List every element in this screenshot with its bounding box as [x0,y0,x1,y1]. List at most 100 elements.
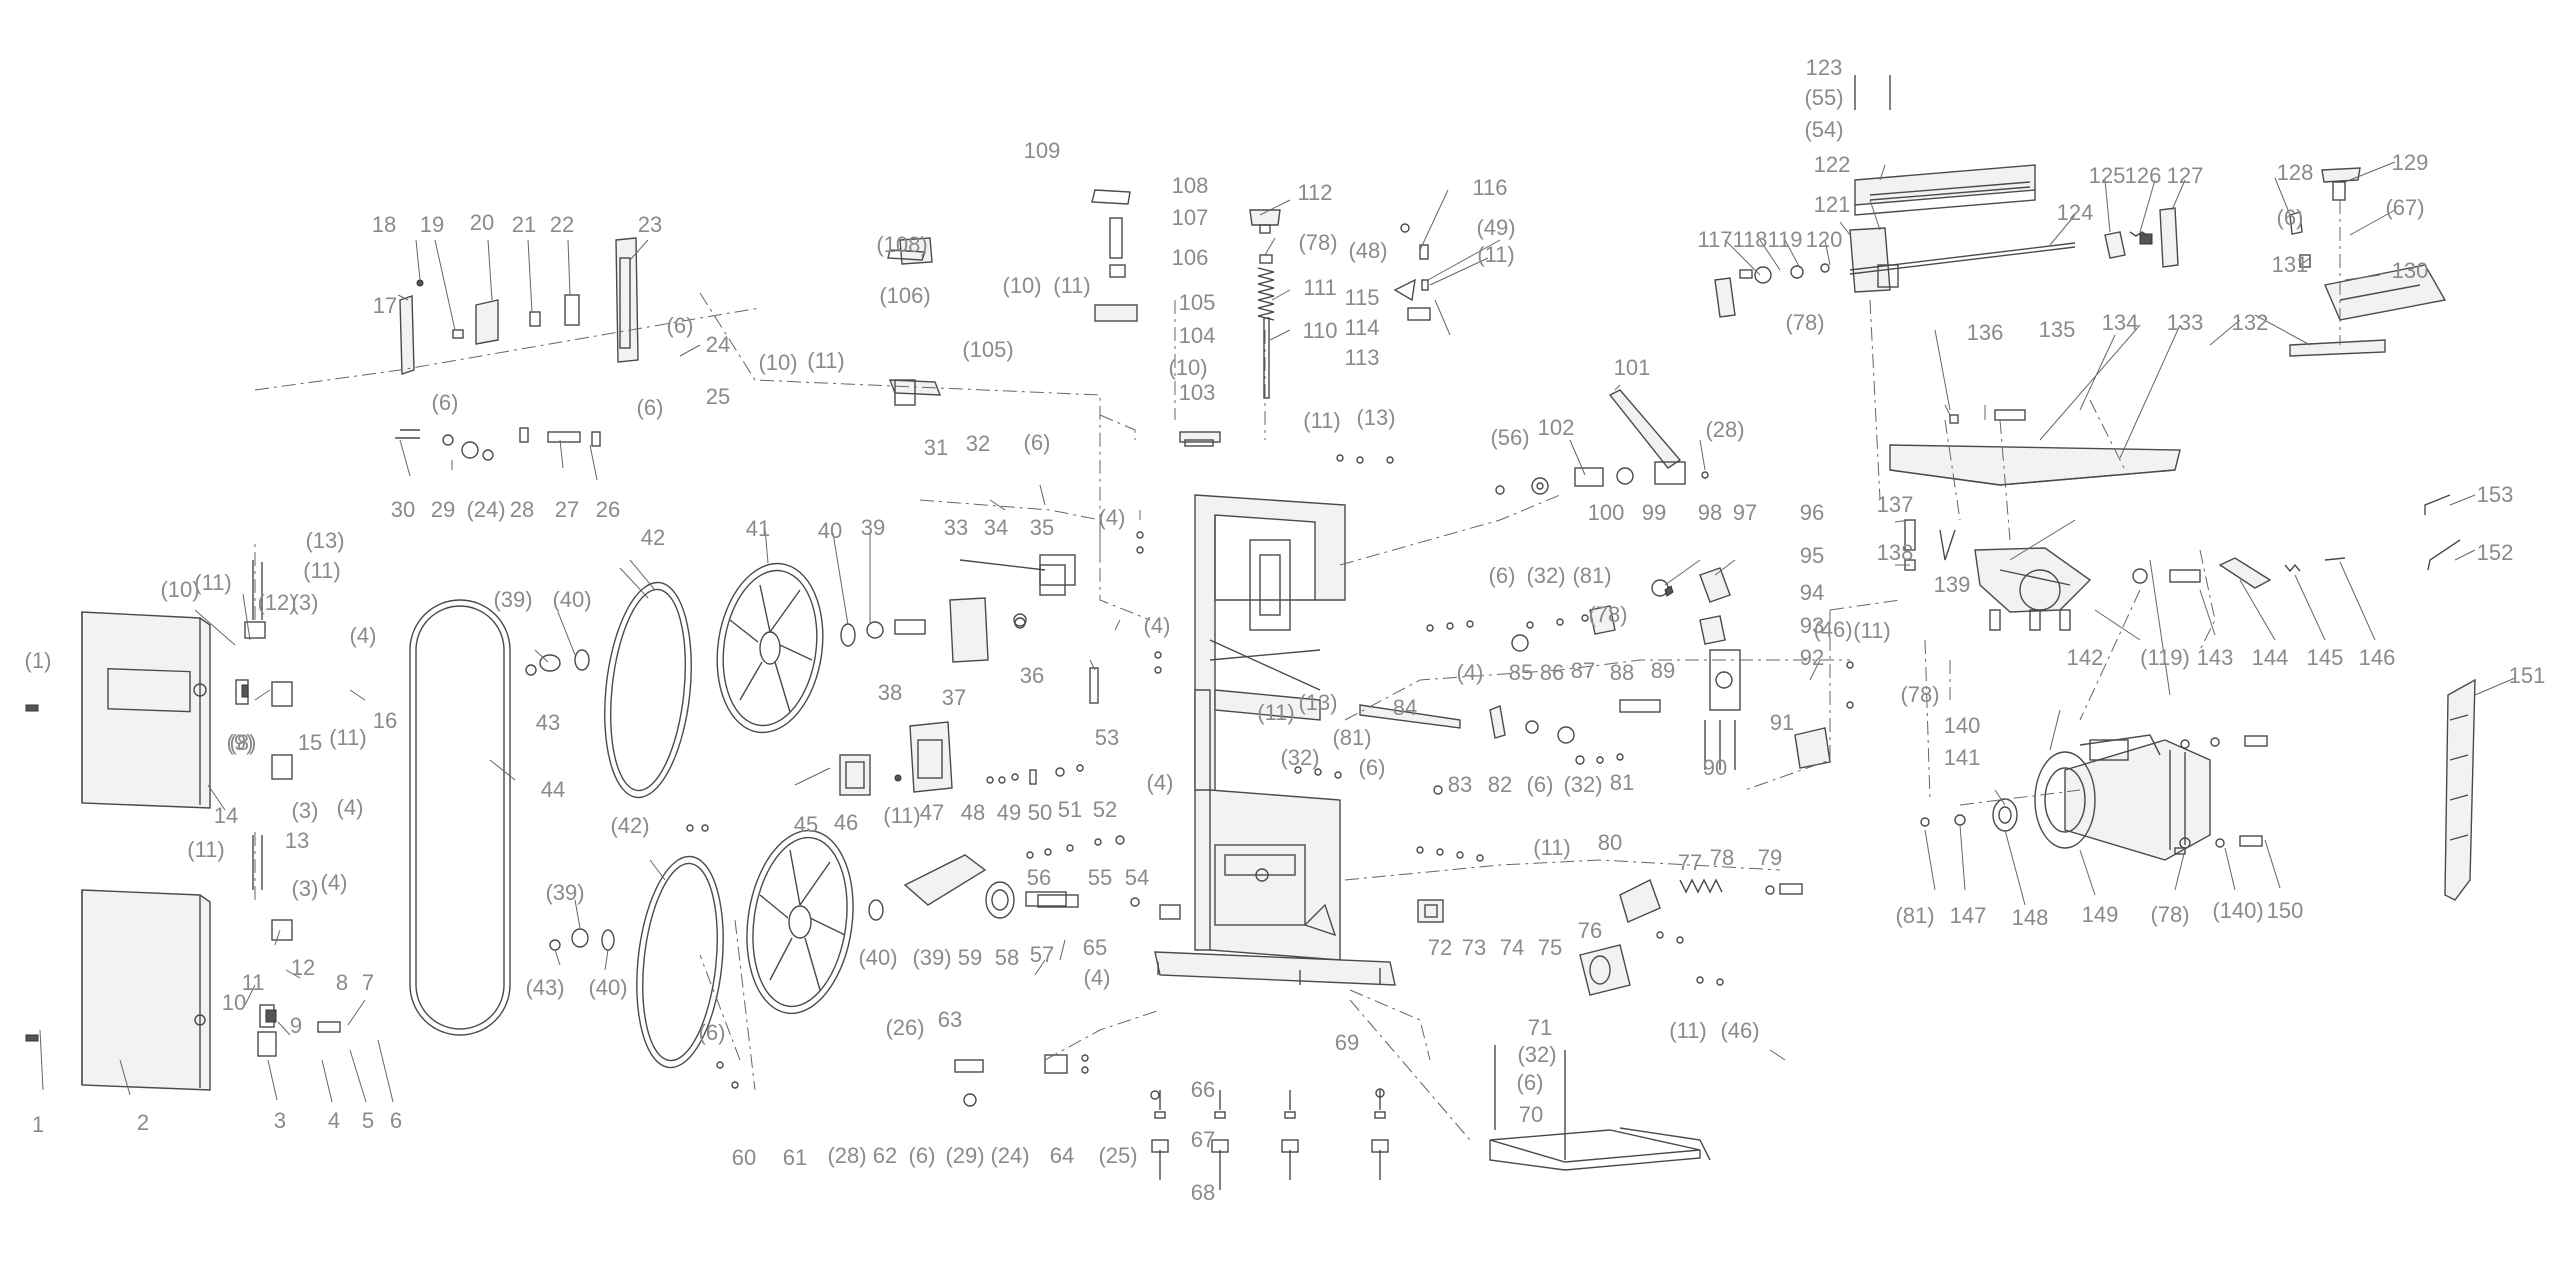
label-ref-11-j: (11) [1669,1018,1707,1043]
mobile-base [1489,1045,1711,1171]
label-51: 51 [1058,797,1082,822]
label-ref-4-frame-d: (4) [1084,965,1111,990]
label-149: 149 [2082,902,2119,927]
tilt-knob [1511,567,1831,770]
label-ref-6-a: (6) [432,390,459,415]
label-46: 46 [834,810,858,835]
label-47: 47 [920,800,944,825]
label-37: 37 [942,685,966,710]
label-35: 35 [1030,515,1054,540]
label-60: 60 [732,1145,756,1170]
label-101: 101 [1614,355,1651,380]
label-ref-40-c: (40) [858,945,897,970]
label-ref-6-f: (6) [1359,755,1386,780]
label-142: 142 [2067,645,2104,670]
label-ref-6-c: (6) [637,395,664,420]
hex-key-small [2424,494,2451,515]
label-134: 134 [2102,310,2139,335]
label-102: 102 [1538,415,1575,440]
label-59: 59 [958,945,982,970]
label-ref-13-a: (13) [305,528,344,553]
label-141: 141 [1944,745,1981,770]
label-ref-11-b: (11) [303,558,341,583]
label-23: 23 [638,212,662,237]
label-137: 137 [1877,492,1914,517]
label-103: 103 [1179,380,1216,405]
label-ref-3-mid: (3) [292,798,319,823]
label-26: 26 [596,497,620,522]
label-122: 122 [1814,152,1851,177]
label-ref-39-c: (39) [912,945,951,970]
label-36: 36 [1020,663,1044,688]
label-ref-46-a: (46) [1813,617,1852,642]
label-1: 1 [32,1112,44,1137]
label-ref-6-b: (6) [667,313,694,338]
tilt-lock [2132,557,2346,589]
label-ref-26: (26) [885,1015,924,1040]
label-14: 14 [214,803,238,828]
label-17: 17 [373,293,397,318]
label-ref-43: (43) [525,975,564,1000]
main-frame [1154,494,1396,986]
label-115: 115 [1344,285,1379,310]
hex-key-large [2427,539,2461,571]
upper-wheel [716,562,824,734]
table-trunnion [1939,529,2092,631]
label-54: 54 [1125,865,1149,890]
label-11: 11 [242,970,265,995]
label-140: 140 [1944,713,1981,738]
label-95: 95 [1800,543,1824,568]
label-ref-32-a: (32) [1526,563,1565,588]
label-ref-54: (54) [1804,117,1843,142]
label-18: 18 [372,212,396,237]
label-94: 94 [1800,580,1824,605]
label-58: 58 [995,945,1019,970]
label-ref-10-d: (10) [1168,355,1207,380]
upper-guide-cover [949,597,989,663]
label-ref-6-d: (6) [1024,430,1051,455]
label-153: 153 [2477,482,2514,507]
label-ref-11-f: (11) [1053,273,1091,298]
label-ref-32-d: (32) [1517,1042,1556,1067]
label-20: 20 [470,210,494,235]
label-139: 139 [1934,572,1971,597]
tension-rod [1249,209,1431,399]
tension-knob [1359,704,1575,744]
label-ref-78-e: (78) [2150,902,2189,927]
label-53: 53 [1095,725,1119,750]
label-38: 38 [878,680,902,705]
label-ref-32-c: (32) [1563,772,1602,797]
label-31: 31 [924,435,948,460]
label-10: 10 [222,990,246,1015]
misc-fasteners [686,454,1854,1190]
label-90: 90 [1703,755,1727,780]
label-2: 2 [137,1110,149,1135]
label-96: 96 [1800,500,1824,525]
label-82: 82 [1488,772,1512,797]
label-77: 77 [1678,850,1702,875]
label-ref-11-d: (11) [187,837,225,862]
label-ref-46-b: (46) [1720,1018,1759,1043]
label-136: 136 [1967,320,2004,345]
label-120: 120 [1806,227,1843,252]
label-66: 66 [1191,1077,1215,1102]
push-stick [2444,678,2476,901]
blade-loop [409,599,511,1036]
label-152: 152 [2477,540,2514,565]
label-105: 105 [1179,290,1216,315]
label-15: 15 [298,730,322,755]
label-ref-28-a: (28) [1705,417,1744,442]
label-109: 109 [1024,138,1061,163]
label-ref-6-j: (6) [1517,1070,1544,1095]
label-ref-78-b: (78) [1298,230,1337,255]
label-ref-78-d: (78) [1900,682,1939,707]
label-8: 8 [336,970,348,995]
label-ref-12: (12) [257,590,296,615]
label-ref-10-a: (10) [160,577,199,602]
label-119: 119 [1767,227,1802,252]
label-64: 64 [1050,1143,1074,1168]
label-33: 33 [944,515,968,540]
label-ref-39-a: (39) [493,587,532,612]
rip-fence [1714,75,2179,318]
label-87: 87 [1571,658,1595,683]
